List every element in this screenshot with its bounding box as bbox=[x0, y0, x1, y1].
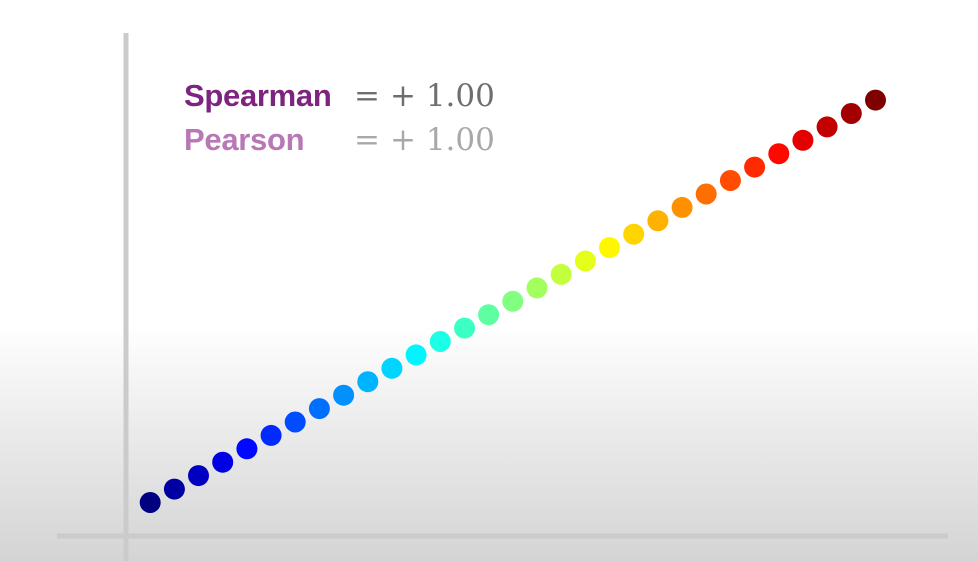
spearman-value: + 1.00 bbox=[389, 78, 495, 114]
data-point bbox=[284, 411, 306, 433]
data-point bbox=[236, 438, 258, 460]
data-point bbox=[478, 304, 500, 326]
data-point bbox=[768, 143, 790, 165]
data-point bbox=[163, 478, 185, 500]
data-point bbox=[502, 290, 524, 312]
data-point bbox=[550, 263, 572, 285]
data-point bbox=[405, 344, 427, 366]
data-point bbox=[139, 492, 161, 513]
data-point bbox=[840, 103, 862, 124]
data-point bbox=[454, 317, 475, 339]
data-point bbox=[865, 89, 886, 111]
data-point bbox=[647, 210, 669, 232]
data-point bbox=[333, 384, 355, 406]
spearman-equals: = bbox=[354, 78, 380, 114]
data-point bbox=[357, 371, 379, 393]
data-point bbox=[381, 357, 403, 379]
data-point bbox=[526, 277, 548, 299]
data-points bbox=[139, 89, 886, 513]
data-point bbox=[599, 237, 620, 259]
pearson-value: + 1.00 bbox=[389, 122, 495, 158]
data-point bbox=[188, 465, 209, 487]
data-point bbox=[212, 451, 234, 473]
data-point bbox=[574, 250, 596, 272]
data-point bbox=[429, 331, 451, 352]
data-point bbox=[719, 170, 741, 191]
data-point bbox=[623, 223, 645, 245]
pearson-annotation: Pearson = + 1.00 bbox=[184, 120, 495, 160]
spearman-label: Spearman bbox=[184, 78, 332, 113]
data-point bbox=[308, 398, 330, 420]
pearson-label: Pearson bbox=[184, 122, 305, 157]
data-point bbox=[671, 196, 693, 218]
spearman-annotation: Spearman = + 1.00 bbox=[184, 76, 495, 116]
data-point bbox=[695, 183, 717, 205]
pearson-equals: = bbox=[354, 122, 380, 158]
data-point bbox=[260, 424, 282, 446]
data-point bbox=[744, 156, 766, 178]
data-point bbox=[816, 116, 838, 138]
data-point bbox=[792, 129, 814, 151]
